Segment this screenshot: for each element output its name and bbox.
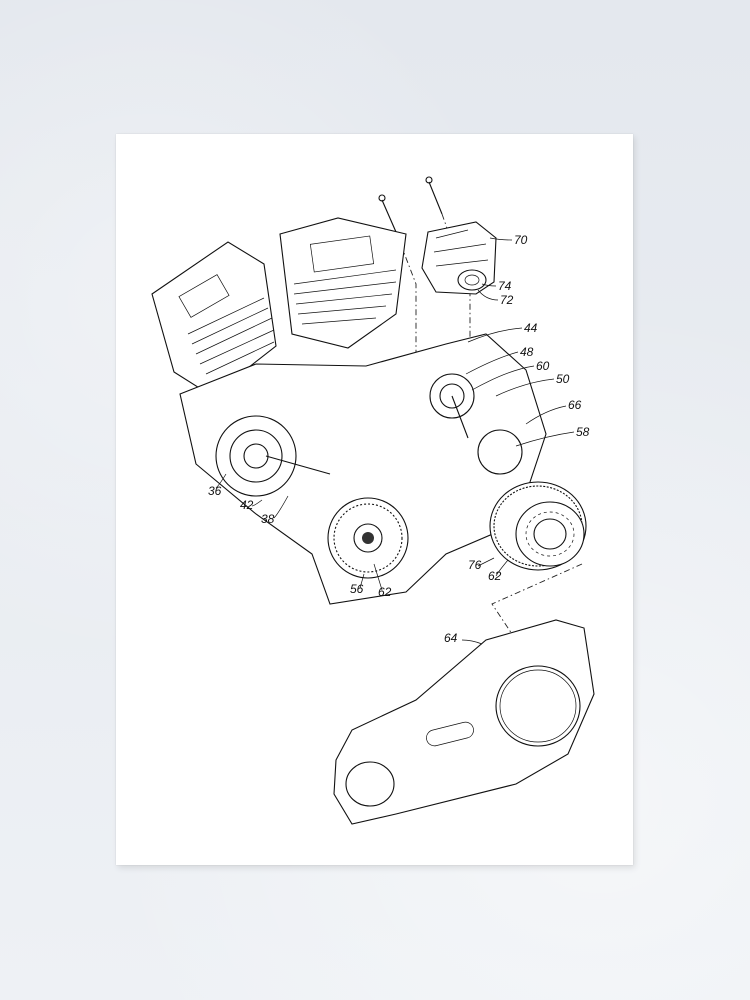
ref-label-38: 38: [261, 512, 275, 526]
ref-label-42: 42: [240, 498, 254, 512]
starter-motor: [421, 221, 497, 295]
assembly-line: [491, 563, 583, 641]
ref-label-36: 36: [208, 484, 222, 498]
bolt-icon: [378, 176, 443, 233]
ref-label-60: 60: [536, 359, 550, 373]
engine-patent-drawing: 70 74 72 44 48 60 50 66 58 36 42 38 76 6…: [151, 176, 595, 825]
ref-label-66: 66: [568, 398, 582, 412]
engine-crankcase: [179, 333, 547, 605]
ref-label-58: 58: [576, 425, 590, 439]
leader-lines: [215, 237, 575, 645]
primary-cover: [333, 619, 595, 825]
ref-label-62-sprocket: 62: [378, 585, 392, 599]
clutch-assembly: [489, 481, 587, 571]
ref-label-62-clutch: 62: [488, 569, 502, 583]
ref-label-48: 48: [520, 345, 534, 359]
engine-cylinders: [151, 217, 407, 397]
ref-label-64: 64: [444, 631, 458, 645]
ref-label-76: 76: [468, 558, 482, 572]
ref-label-72: 72: [500, 293, 514, 307]
ref-label-50: 50: [556, 372, 570, 386]
ref-label-56: 56: [350, 582, 364, 596]
ref-label-74: 74: [498, 279, 512, 293]
ref-label-44: 44: [524, 321, 538, 335]
poster: 70 74 72 44 48 60 50 66 58 36 42 38 76 6…: [116, 134, 633, 865]
ref-label-70: 70: [514, 233, 528, 247]
